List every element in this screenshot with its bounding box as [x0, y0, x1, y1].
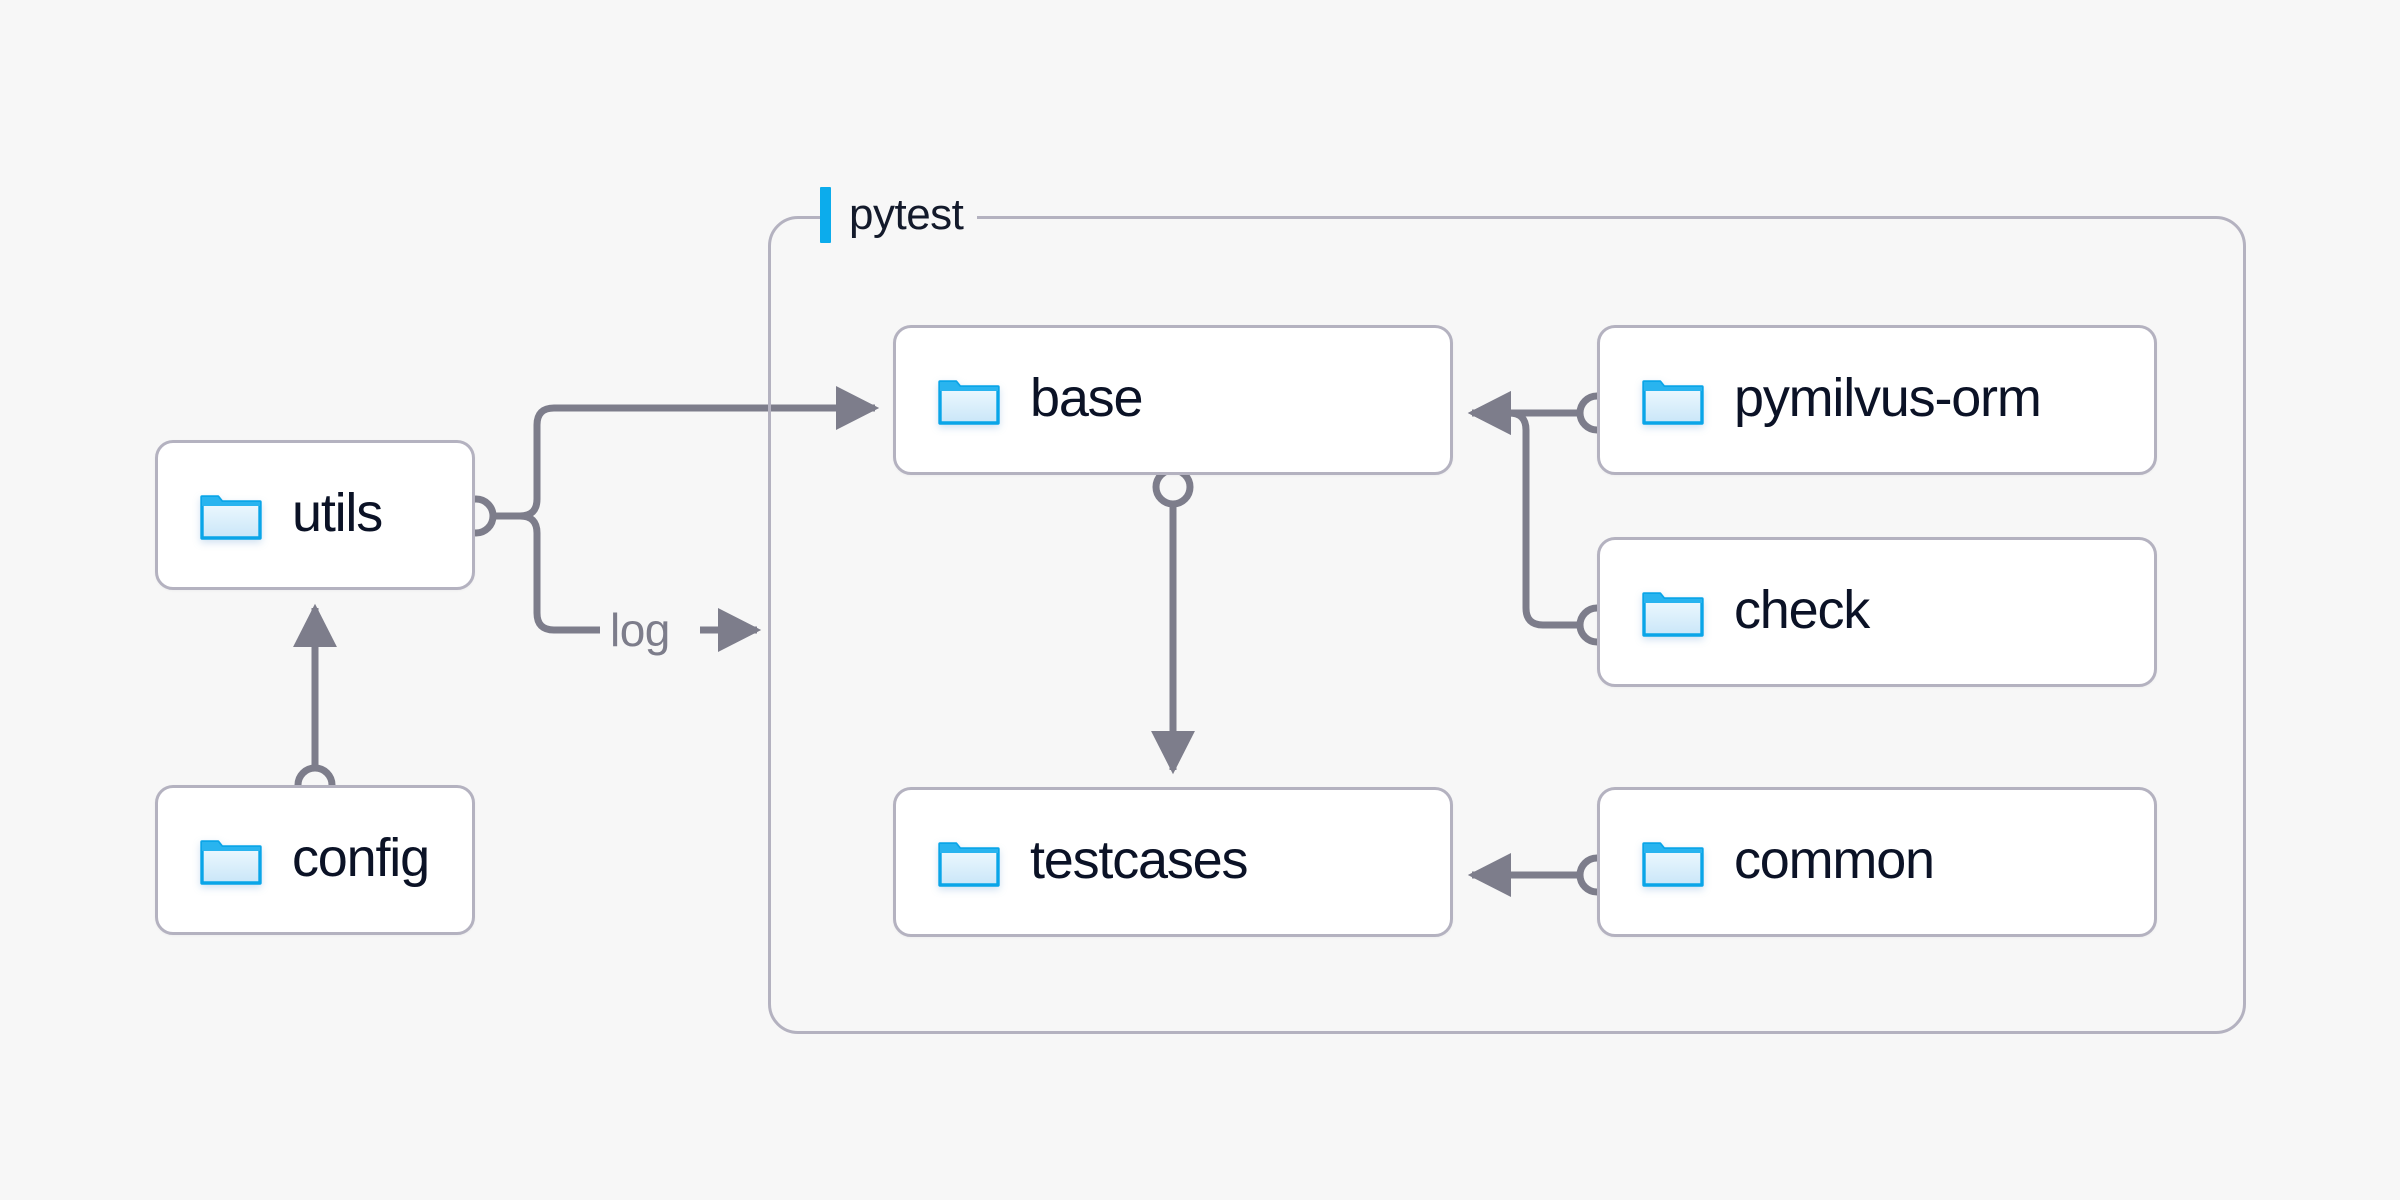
group-title: pytest: [849, 190, 964, 239]
folder-icon: [200, 495, 262, 540]
node-testcases[interactable]: testcases: [893, 787, 1453, 937]
node-config[interactable]: config: [155, 785, 475, 935]
folder-icon: [1642, 380, 1704, 425]
node-base[interactable]: base: [893, 325, 1453, 475]
node-label: base: [1030, 368, 1144, 428]
edge-label-log: log: [600, 607, 680, 653]
folder-icon: [1642, 842, 1704, 887]
node-label: utils: [292, 483, 383, 543]
node-label: check: [1734, 580, 1870, 640]
group-label-pytest: pytest: [820, 186, 978, 244]
node-pymilvus-orm[interactable]: pymilvus-orm: [1597, 325, 2157, 475]
folder-icon: [200, 840, 262, 885]
folder-icon: [938, 842, 1000, 887]
node-utils[interactable]: utils: [155, 440, 475, 590]
node-label: config: [292, 828, 430, 888]
vertical-accent-bar-icon: [820, 187, 831, 243]
node-label: pymilvus-orm: [1734, 368, 2042, 428]
node-check[interactable]: check: [1597, 537, 2157, 687]
node-label: common: [1734, 830, 1935, 890]
node-common[interactable]: common: [1597, 787, 2157, 937]
folder-icon: [1642, 592, 1704, 637]
folder-icon: [938, 380, 1000, 425]
node-label: testcases: [1030, 830, 1249, 890]
group-container-pytest[interactable]: [768, 216, 2246, 1034]
